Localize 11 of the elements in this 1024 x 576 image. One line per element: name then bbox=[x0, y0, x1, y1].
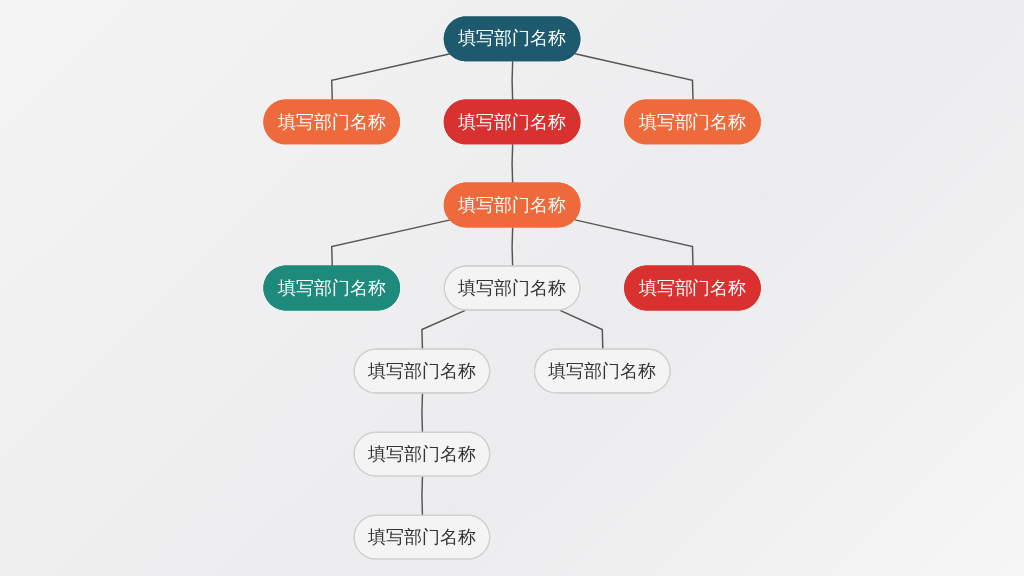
connector bbox=[421, 475, 424, 517]
connector bbox=[511, 226, 514, 268]
connector bbox=[511, 60, 514, 102]
connector bbox=[421, 392, 424, 434]
connector bbox=[559, 309, 604, 351]
connector bbox=[330, 219, 451, 268]
connector bbox=[330, 53, 451, 102]
connector bbox=[574, 53, 694, 102]
connector bbox=[574, 219, 694, 268]
connector bbox=[421, 309, 466, 351]
connector bbox=[511, 143, 514, 185]
